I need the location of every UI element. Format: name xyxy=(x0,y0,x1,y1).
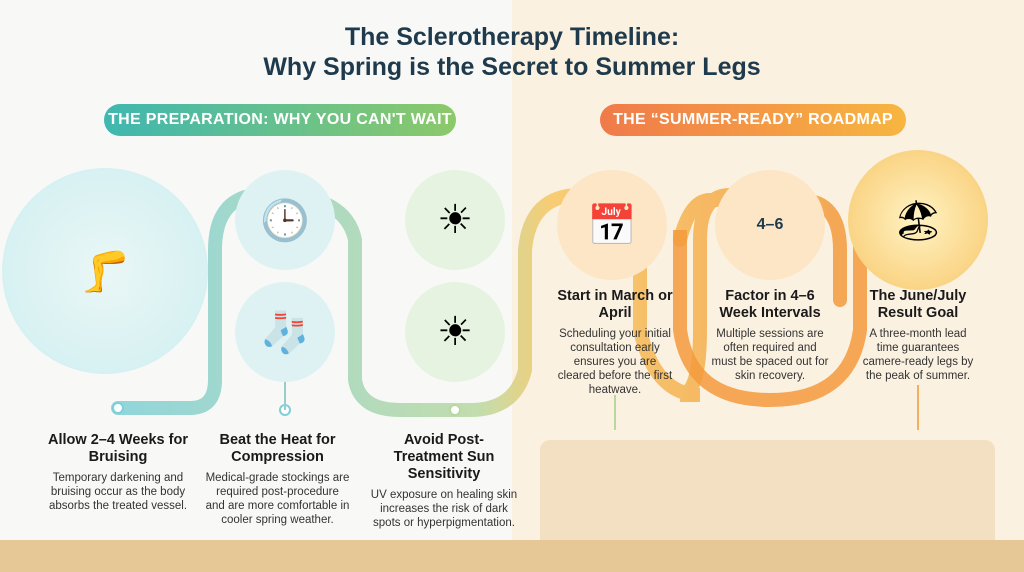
step-description: Medical-grade stockings are required pos… xyxy=(205,472,350,526)
clock-leg-icon: 🕒 xyxy=(235,170,335,270)
calendar-sunhat-icon: 📅 xyxy=(557,170,667,280)
step-title: Allow 2–4 Weeks for Bruising xyxy=(48,432,188,465)
step-description: Multiple sessions are often required and… xyxy=(711,328,829,382)
step-title: Factor in 4–6 Week Intervals xyxy=(719,288,821,321)
page-title: The Sclerotherapy Timeline: Why Spring i… xyxy=(0,22,1024,82)
step-description: UV exposure on healing skin increases th… xyxy=(370,489,518,529)
section-roadmap-banner: THE “SUMMER-READY” ROADMAP xyxy=(600,104,906,136)
step-title: Start in March or April xyxy=(557,288,673,321)
title-line-2: Why Spring is the Secret to Summer Legs xyxy=(263,53,761,81)
beach-legs-sun-illustration: 🏖 xyxy=(848,150,988,290)
interval-loop xyxy=(673,230,867,408)
sun-crossed-icon: ☀ xyxy=(405,282,505,382)
step-description: Scheduling your initial consultation ear… xyxy=(557,328,673,396)
title-line-1: The Sclerotherapy Timeline: xyxy=(344,23,680,51)
legs-flowers-illustration: 🦵 xyxy=(2,168,208,374)
sun-shield-icon: ☀ xyxy=(405,170,505,270)
stocking-thermometer-icon: 🧦 xyxy=(235,282,335,382)
bottom-band xyxy=(0,540,1024,572)
step-title: The June/July Result Goal xyxy=(869,288,967,321)
step-description: A three-month lead time guarantees camer… xyxy=(862,328,974,382)
calendar-interval-icon: 4–6 xyxy=(715,170,825,280)
step-title: Avoid Post-Treatment Sun Sensitivity xyxy=(393,432,495,482)
empty-panel xyxy=(540,440,995,540)
step-sun-sensitivity: Avoid Post-Treatment Sun Sensitivity UV e… xyxy=(370,432,518,530)
step-result-goal: The June/July Result Goal A three-month l… xyxy=(860,288,976,383)
section-preparation-banner: THE PREPARATION: WHY YOU CAN'T WAIT xyxy=(104,104,456,136)
step-description: Temporary darkening and bruising occur a… xyxy=(48,472,188,512)
step-title: Beat the Heat for Compression xyxy=(219,432,336,465)
